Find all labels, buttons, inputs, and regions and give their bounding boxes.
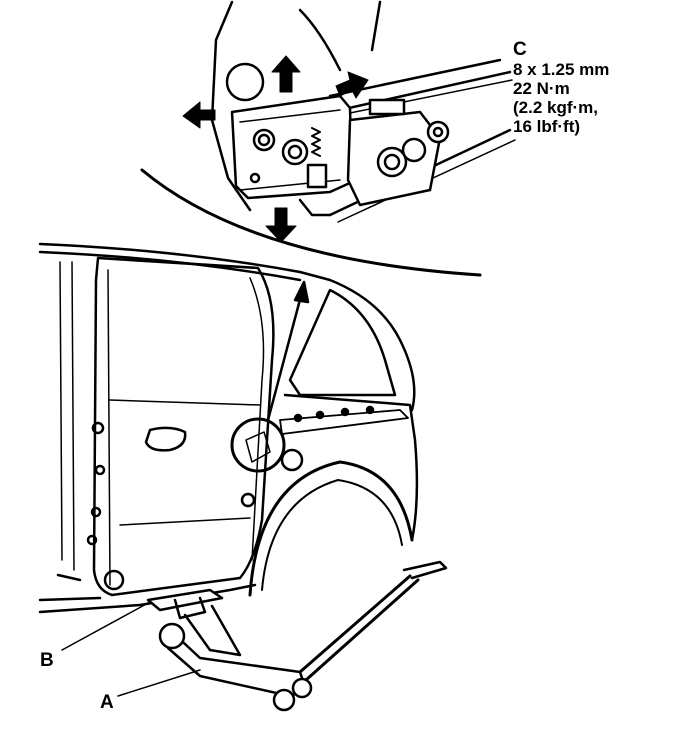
arrow-up-icon — [271, 55, 301, 93]
rear-window — [288, 288, 397, 397]
vehicle-side-view — [38, 242, 419, 614]
leader-line-a — [117, 669, 201, 697]
leader-line-b — [61, 601, 151, 651]
detail-rail-lower — [338, 70, 512, 112]
spec-torque-nm: 22 N·m — [513, 79, 570, 98]
jack-frame — [166, 628, 308, 698]
magnifier-circle — [230, 417, 286, 473]
spec-torque-kgf: (2.2 kgf·m, — [513, 98, 599, 117]
detail-view-inset — [140, 0, 516, 277]
label-c: C — [513, 39, 527, 60]
label-b: B — [40, 650, 54, 671]
jack-wheel-rear — [272, 688, 296, 712]
detail-panel-hole — [225, 62, 265, 102]
floor-jack — [146, 560, 448, 712]
rear-rail-molding — [279, 409, 409, 435]
arrow-down-icon — [265, 207, 297, 243]
jack-saddle — [146, 588, 224, 612]
door-latch — [103, 569, 125, 591]
jack-arm — [183, 604, 242, 657]
bracket-bolt-2 — [281, 138, 309, 166]
spec-bolt-size: 8 x 1.25 mm — [513, 60, 610, 79]
bracket-bolt-1 — [252, 128, 276, 152]
jack-wheel-front — [158, 622, 186, 650]
roller-wheel-1 — [376, 146, 408, 178]
vehicle-roof-line — [38, 242, 402, 342]
bracket-spring — [311, 127, 321, 157]
jack-handle — [402, 560, 448, 580]
arrow-left-icon — [182, 101, 216, 129]
sliding-door-outline — [92, 256, 275, 597]
roller-wheel-2 — [401, 137, 427, 163]
magnifier-pointer — [266, 290, 304, 422]
roller-wheel-3 — [426, 120, 450, 144]
door-handle — [144, 426, 187, 452]
spec-callout-c: C 8 x 1.25 mm 22 N·m (2.2 kgf·m, 16 lbf·… — [513, 40, 609, 136]
arrow-right-icon — [335, 71, 369, 99]
label-a: A — [100, 692, 114, 713]
spec-torque-lbf: 16 lbf·ft) — [513, 117, 581, 136]
rear-wheel-arch — [248, 460, 414, 597]
body-side-molding — [119, 517, 251, 526]
